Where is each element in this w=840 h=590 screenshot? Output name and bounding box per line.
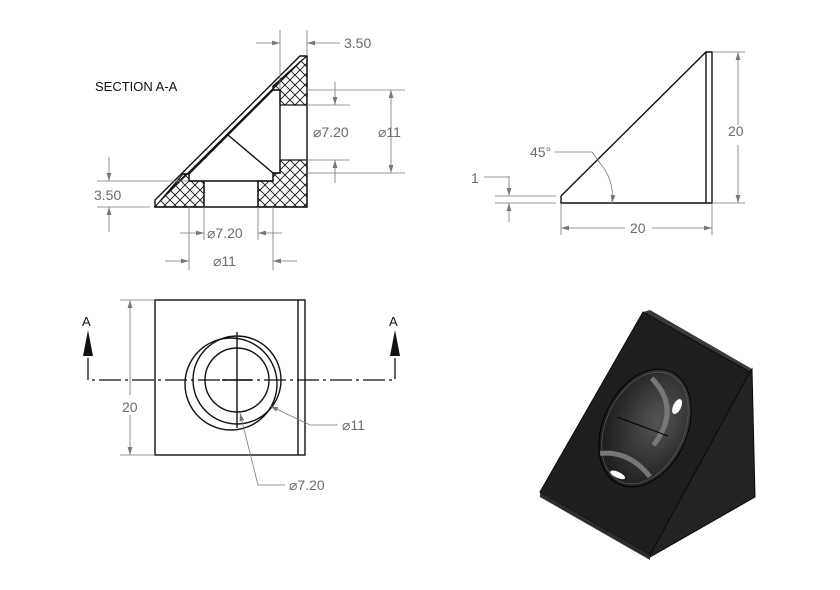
isometric-render [539, 310, 756, 560]
side-outline [560, 51, 713, 204]
dim-bore-bottom: ⌀7.20 [180, 207, 282, 270]
dim-cbore-right: ⌀11 [307, 89, 405, 174]
counterbore-edge [184, 337, 278, 431]
cone-line [227, 134, 274, 174]
section-outline [154, 55, 308, 208]
svg-text:A: A [82, 314, 91, 329]
svg-text:20: 20 [122, 399, 138, 415]
svg-text:⌀7.20: ⌀7.20 [289, 477, 325, 493]
dim-wall-bottom: 3.50 [94, 157, 189, 232]
dim-height: 20 [712, 51, 745, 204]
dim-cbore-bottom: ⌀11 [165, 253, 297, 269]
svg-text:⌀7.20: ⌀7.20 [313, 124, 349, 140]
svg-text:20: 20 [630, 220, 646, 236]
lip-line [160, 61, 301, 201]
section-arrow-left [83, 330, 93, 356]
svg-text:3.50: 3.50 [94, 187, 121, 203]
front-outline [154, 299, 306, 456]
dim-lip: 1 [471, 170, 556, 222]
dim-width: 20 [560, 203, 713, 236]
section-line-a-a: A A [82, 314, 400, 381]
hatch-bottom-left [153, 173, 205, 208]
section-title: SECTION A-A [95, 79, 178, 94]
iso-top-edge [643, 310, 752, 372]
svg-text:20: 20 [728, 123, 744, 139]
dim-front-bore: ⌀7.20 [239, 412, 325, 493]
front-view: A A 20 ⌀11 ⌀7.20 [82, 299, 400, 493]
dim-front-cbore: ⌀11 [269, 405, 365, 433]
svg-text:45°: 45° [530, 144, 551, 160]
dim-wall-top: 3.50 [256, 30, 371, 88]
svg-text:3.50: 3.50 [344, 35, 371, 51]
svg-text:⌀11: ⌀11 [213, 253, 236, 269]
side-view: 20 20 45° 1 [471, 51, 745, 236]
dim-bore-right: ⌀7.20 [307, 82, 350, 183]
svg-text:⌀11: ⌀11 [342, 417, 365, 433]
hatch-top [272, 54, 308, 106]
svg-text:⌀11: ⌀11 [378, 124, 401, 140]
cavity-diagonal [188, 89, 274, 175]
dim-front-height: 20 [120, 299, 155, 456]
section-view: SECTION A-A 3.50 ⌀7.20 ⌀11 [94, 30, 405, 270]
iso-side-face [649, 367, 756, 558]
svg-text:⌀7.20: ⌀7.20 [207, 225, 243, 241]
section-arrow-right [390, 330, 400, 356]
svg-text:1: 1 [471, 170, 479, 186]
iso-hole [598, 368, 692, 488]
dim-angle: 45° [530, 144, 616, 204]
svg-text:A: A [389, 314, 398, 329]
iso-bottom-lip [540, 492, 650, 560]
